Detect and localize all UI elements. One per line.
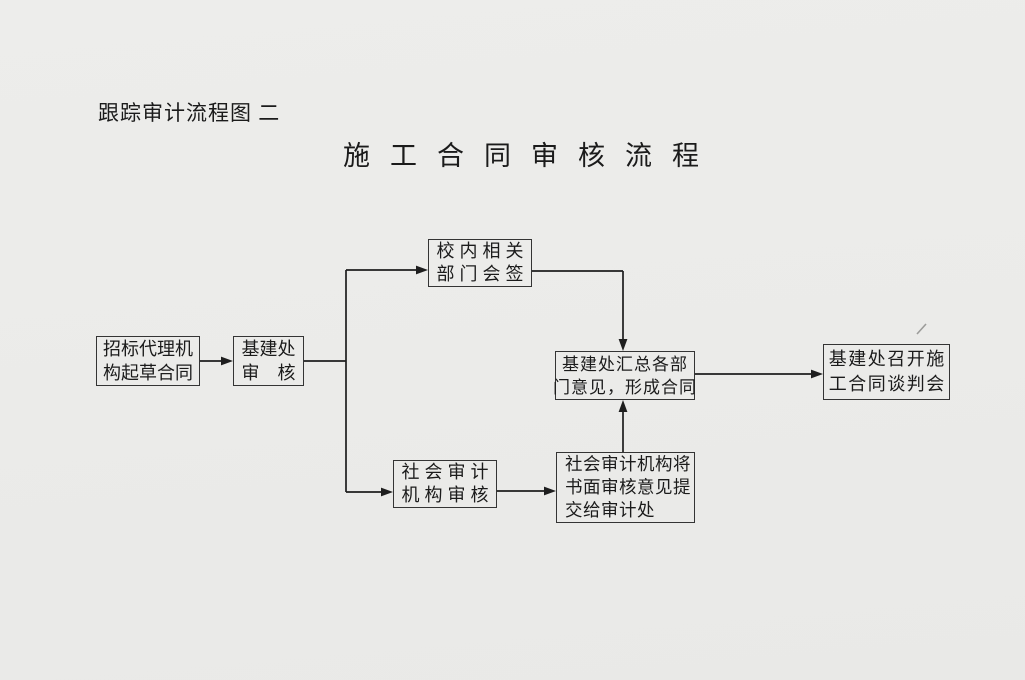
arrowhead-into-review <box>221 356 233 366</box>
node-line: 交给审计处 <box>565 500 655 520</box>
scan-mark <box>916 323 927 335</box>
node-line: 工合同谈判会 <box>828 374 946 394</box>
flow-node-jijianchu-review: 基建处 审 核 <box>233 336 304 386</box>
arrowhead-into-submit <box>544 486 556 496</box>
flow-node-social-audit-review: 社会审计 机构审核 <box>393 460 497 508</box>
flow-node-jijianchu-summary: 基建处汇总各部 门意见，形成合同 <box>553 351 697 400</box>
node-line: 审 核 <box>241 363 296 383</box>
arrowhead-into-summary-top <box>618 339 628 351</box>
node-line: 基建处 <box>241 339 296 359</box>
flow-node-submit-written-opinion: 社会审计机构将 书面审核意见提 交给审计处 <box>556 452 695 523</box>
node-line: 机构审核 <box>401 485 494 505</box>
arrowhead-into-social <box>381 487 393 497</box>
node-line: 部门会签 <box>436 264 529 284</box>
node-line: 门意见，形成合同 <box>553 377 697 397</box>
flow-node-negotiation-meeting: 基建处召开施 工合同谈判会 <box>823 344 950 400</box>
node-line: 招标代理机 <box>103 339 193 359</box>
node-line: 社会审计机构将 <box>565 454 691 474</box>
node-line: 基建处召开施 <box>828 349 946 369</box>
node-line: 书面审核意见提 <box>565 477 691 497</box>
node-line: 校内相关 <box>436 241 529 261</box>
flow-node-bid-agency-draft: 招标代理机 构起草合同 <box>96 336 200 386</box>
arrowhead-into-countersign <box>416 265 428 275</box>
page-title: 施工合同审核流程 <box>343 141 719 171</box>
node-line: 社会审计 <box>401 462 494 482</box>
node-line: 基建处汇总各部 <box>562 354 688 374</box>
arrowhead-into-meeting <box>811 369 823 379</box>
node-line: 构起草合同 <box>103 363 193 383</box>
flow-node-campus-countersign: 校内相关 部门会签 <box>428 239 532 287</box>
arrowhead-into-summary-bottom <box>618 400 628 412</box>
figure-label: 跟踪审计流程图 二 <box>98 101 281 125</box>
